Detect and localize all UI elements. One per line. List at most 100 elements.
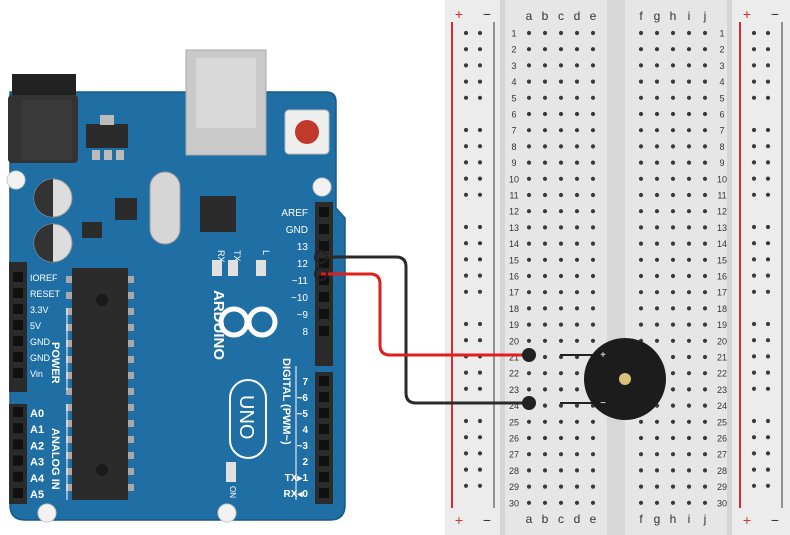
rail-hole [751,224,757,230]
power-pin-socket [13,352,23,362]
rail-hole [477,451,483,456]
row-label-right-18: 18 [717,304,727,314]
chip-leg [128,484,134,491]
breadboard-hole [590,419,596,424]
digital-pin-socket [319,376,329,386]
row-label-left-2: 2 [511,45,516,55]
breadboard-hole [526,419,532,424]
digital-pin-label: 2 [302,457,308,468]
reset-button [284,109,330,155]
breadboard-hole [542,354,548,360]
row-label-left-16: 16 [509,272,519,282]
row-label-left-13: 13 [509,223,519,233]
analog-pin-socket [13,439,23,450]
rail-hole [477,63,483,68]
breadboard-hole [702,387,708,392]
breadboard-hole [574,387,580,392]
row-label-left-4: 4 [511,77,516,87]
breadboard-hole [670,192,676,198]
breadboard-hole [702,403,708,408]
breadboard-hole [558,484,564,489]
digital-pin-socket [319,224,329,234]
arduino-pin-labels: AREFGND1312~11~10~987~6~54~32TX▸1RX◂0IOR… [13,207,329,501]
rail-hole [477,241,483,246]
chip-leg [128,340,134,347]
power-pin-socket [13,336,23,346]
row-label-left-17: 17 [509,288,519,298]
breadboard-hole [574,209,580,214]
col-label-top-j: j [703,9,707,23]
usb-chip [200,196,236,232]
breadboard-hole [638,160,644,165]
rail-hole [751,386,757,391]
breadboard-hole [558,419,564,424]
breadboard-hole [574,257,580,262]
rail-hole [751,338,757,343]
digital-pin-label: 12 [297,259,309,270]
breadboard-hole [590,111,596,117]
chip-leg [66,420,72,427]
breadboard-hole [670,128,676,133]
breadboard-hole [638,273,644,279]
col-label-top-b: b [542,9,549,23]
breadboard-hole [574,128,580,133]
breadboard-hole [654,192,660,198]
digital-header-bottom [315,372,333,504]
breadboard-hole [590,257,596,262]
rail-hole [751,95,757,100]
breadboard-hole [590,273,596,279]
row-label-left-7: 7 [511,126,516,136]
row-label-right-20: 20 [717,336,727,346]
breadboard-hole [654,435,660,441]
breadboard-hole [574,111,580,117]
rail-hole [463,435,469,440]
row-label-left-1: 1 [511,29,516,39]
rail-hole [751,127,757,133]
breadboard-hole [670,160,676,165]
breadboard-hole [526,452,532,457]
breadboard-hole [670,79,676,84]
breadboard-hole [558,452,564,457]
row-label-right-26: 26 [717,434,727,444]
breadboard-hole [686,354,692,360]
analog-pin-label: A5 [30,489,44,501]
breadboard-hole [526,47,532,52]
breadboard-hole [638,79,644,84]
row-label-right-4: 4 [719,77,724,87]
row-label-right-29: 29 [717,482,727,492]
breadboard-hole [670,322,676,327]
chip-leg [128,420,134,427]
breadboard-hole [558,322,564,327]
on-led [226,462,236,482]
row-label-left-6: 6 [511,110,516,120]
regulator-tab [100,115,114,125]
chip-leg [128,452,134,459]
breadboard-hole [638,290,644,295]
row-label-left-18: 18 [509,304,519,314]
breadboard-hole [590,322,596,327]
crystal-oscillator [149,171,181,245]
pin13-connector [314,267,328,281]
chip-leg [128,308,134,315]
breadboard-hole [574,452,580,457]
breadboard-hole [558,403,564,408]
wires [314,250,536,410]
breadboard-hole [542,63,548,68]
chip-leg [66,436,72,443]
breadboard-hole [542,47,548,52]
breadboard-hole [590,484,596,489]
breadboard-hole [670,273,676,279]
power-pin-label: IOREF [30,273,58,283]
row-label-left-5: 5 [511,93,516,103]
breadboard-hole [638,500,644,505]
arduino-brand-text: ARDUINO [210,290,227,360]
rail-hole [463,370,469,375]
breadboard-hole [590,468,596,473]
gnd-pin-connector [314,250,328,264]
right-power-rail [732,0,790,535]
breadboard-hole [670,468,676,473]
buzzer-minus-label: − [600,398,606,409]
breadboard-hole [542,484,548,489]
left-power-rail [445,0,500,535]
